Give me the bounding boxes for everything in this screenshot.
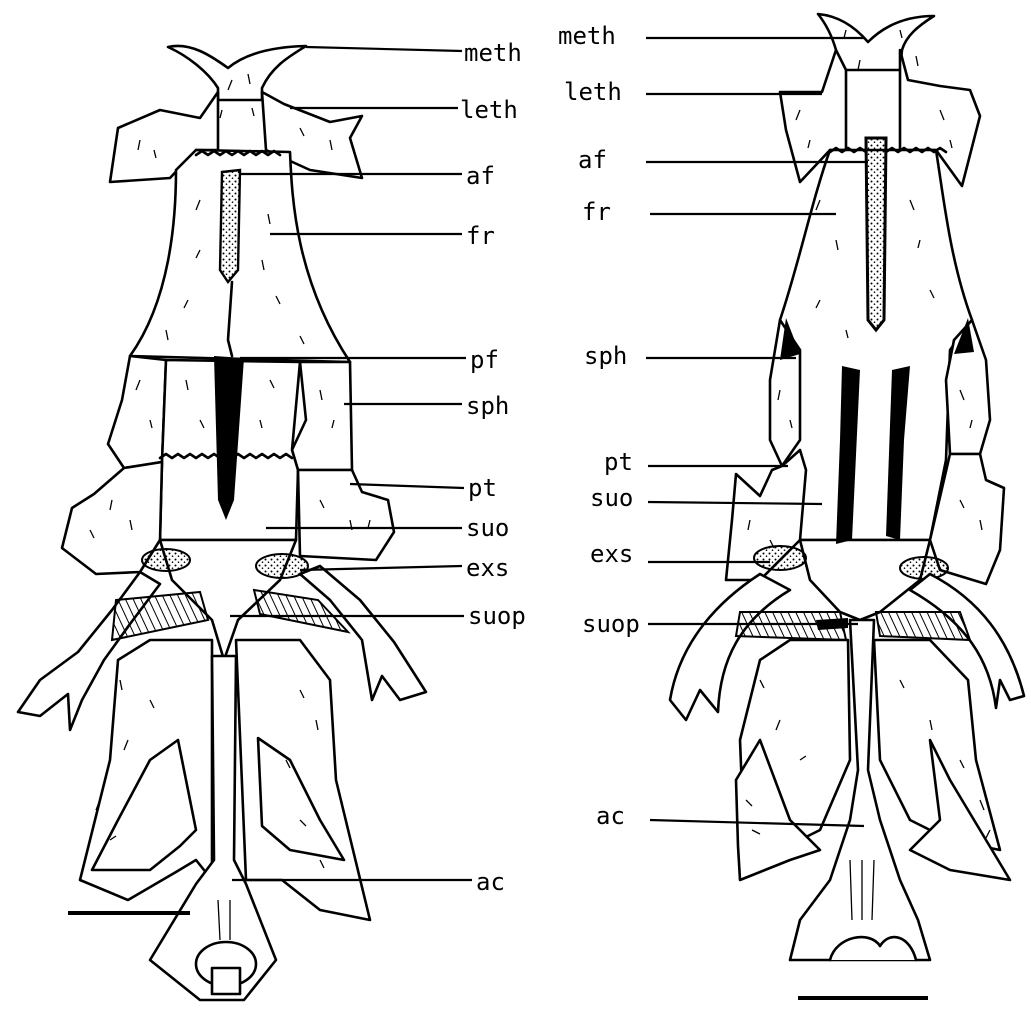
sphenotic-left [108, 356, 166, 468]
label-af-right: af [578, 146, 607, 174]
label-suo-right: suo [590, 484, 633, 512]
label-pt-right: pt [604, 448, 633, 476]
label-pt-left: pt [468, 474, 497, 502]
label-ac-right: ac [596, 802, 625, 830]
label-suo-left: suo [466, 514, 509, 542]
lower-plate-right-rv [874, 640, 1000, 850]
label-meth-right: meth [558, 22, 616, 50]
label-af-left: af [466, 162, 495, 190]
mesethmoid-bone [168, 46, 306, 100]
label-ac-left: ac [476, 868, 505, 896]
skull-ventral-view: meth leth af fr sph pt suo exs suop ac [558, 14, 1024, 998]
extrascapular-right-rv [900, 557, 948, 579]
suboperculum-band-left [112, 592, 208, 640]
label-suop-left: suop [468, 602, 526, 630]
label-leth-right: leth [564, 78, 622, 106]
extrascapular-left [142, 549, 190, 571]
suboperculum-band-right-rv [876, 612, 970, 640]
label-exs-left: exs [466, 554, 509, 582]
posterior-notch [212, 968, 240, 994]
label-leth-left: leth [460, 96, 518, 124]
label-pf-left: pf [470, 346, 499, 374]
supraoccipital-rv [800, 540, 930, 620]
label-sph-right: sph [584, 342, 627, 370]
label-sph-left: sph [466, 392, 509, 420]
pterotic-right [298, 470, 394, 560]
anterior-fontanelle [220, 170, 240, 282]
label-fr-left: fr [466, 222, 495, 250]
sphenotic-right [292, 362, 352, 470]
extrascapular-left-rv [754, 546, 806, 570]
label-suop-right: suop [582, 610, 640, 638]
anterior-fontanelle-rv [866, 138, 886, 330]
skull-dorsal-view: meth leth af fr pf sph pt suo exs suop a… [18, 39, 526, 1000]
lower-plate-right [236, 640, 370, 920]
label-exs-right: exs [590, 540, 633, 568]
label-meth-left: meth [464, 39, 522, 67]
label-fr-right: fr [582, 198, 611, 226]
